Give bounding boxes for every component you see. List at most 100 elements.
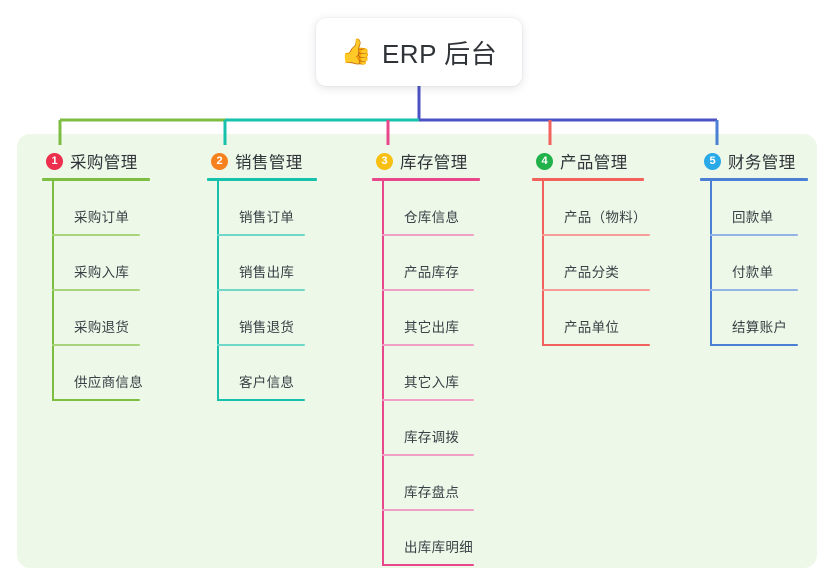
branch-header-rule (207, 178, 317, 181)
branch-item-rule (382, 564, 474, 566)
branch-item[interactable]: 库存调拨 (382, 401, 527, 456)
branch-item-rule (52, 399, 140, 401)
branch-item[interactable]: 采购入库 (52, 236, 192, 291)
branch-item-rule (52, 289, 140, 291)
branch-item[interactable]: 产品分类 (542, 236, 692, 291)
branch-item-list: 回款单付款单结算账户 (710, 181, 839, 346)
branch-item[interactable]: 出库库明细 (382, 511, 527, 566)
branch-item-label: 库存盘点 (404, 485, 460, 500)
branch-item[interactable]: 销售退货 (217, 291, 357, 346)
branch-column-2: 2 销售管理销售订单销售出库销售退货客户信息 (207, 148, 357, 401)
branch-item[interactable]: 产品（物料） (542, 181, 692, 236)
branch-title: 销售管理 (235, 154, 303, 172)
branch-item-rule (542, 344, 650, 346)
branch-item-label: 产品单位 (564, 320, 620, 335)
branch-number-badge: 2 (211, 152, 228, 170)
branch-item-label: 采购入库 (74, 265, 130, 280)
branch-column-4: 4 产品管理产品（物料） 产品分类产品单位 (532, 148, 692, 346)
branch-item-label: 销售订单 (239, 210, 295, 225)
branch-item[interactable]: 仓库信息 (382, 181, 527, 236)
branch-number-badge: 5 (704, 152, 721, 170)
branch-item[interactable]: 产品单位 (542, 291, 692, 346)
branch-item-label: 产品分类 (564, 265, 620, 280)
thumbs-up-icon: 👍 (340, 37, 372, 66)
branch-number-badge: 1 (46, 152, 63, 170)
branch-item[interactable]: 其它出库 (382, 291, 527, 346)
branch-header-2[interactable]: 2 销售管理 (207, 148, 357, 174)
branch-item-label: 付款单 (732, 265, 774, 280)
branch-title: 产品管理 (560, 154, 628, 172)
branch-column-3: 3 库存管理仓库信息产品库存其它出库其它入库库存调拨库存盘点出库库明细 (372, 148, 527, 566)
branch-item-rule (217, 344, 305, 346)
branch-item-label: 采购退货 (74, 320, 130, 335)
branch-item-label: 结算账户 (732, 320, 788, 335)
branch-item-label: 其它入库 (404, 375, 460, 390)
branch-item[interactable]: 供应商信息 (52, 346, 192, 401)
branch-item-rule (52, 344, 140, 346)
branch-header-rule (532, 178, 644, 181)
branch-spine (542, 181, 544, 346)
branch-header-4[interactable]: 4 产品管理 (532, 148, 692, 174)
branch-item[interactable]: 结算账户 (710, 291, 839, 346)
branch-item-list: 产品（物料） 产品分类产品单位 (542, 181, 692, 346)
branch-title: 财务管理 (728, 154, 796, 172)
branch-number-badge: 3 (376, 152, 393, 170)
branch-item-label: 仓库信息 (404, 210, 460, 225)
branch-item-label: 销售退货 (239, 320, 295, 335)
branch-item[interactable]: 回款单 (710, 181, 839, 236)
branch-item-label: 销售出库 (239, 265, 295, 280)
branch-item[interactable]: 采购订单 (52, 181, 192, 236)
diagram-panel (17, 134, 817, 568)
branch-item-list: 仓库信息产品库存其它出库其它入库库存调拨库存盘点出库库明细 (382, 181, 527, 566)
branch-item-rule (382, 454, 474, 456)
branch-item-label: 采购订单 (74, 210, 130, 225)
branch-header-rule (372, 178, 480, 181)
branch-item-label: 回款单 (732, 210, 774, 225)
branch-item[interactable]: 库存盘点 (382, 456, 527, 511)
branch-item-rule (382, 509, 474, 511)
branch-item-label: 其它出库 (404, 320, 460, 335)
branch-item-rule (217, 399, 305, 401)
branch-item[interactable]: 采购退货 (52, 291, 192, 346)
branch-item-rule (382, 344, 474, 346)
branch-number-badge: 4 (536, 152, 553, 170)
branch-spine (382, 181, 384, 566)
branch-header-rule (700, 178, 808, 181)
branch-header-1[interactable]: 1 采购管理 (42, 148, 192, 174)
branch-item[interactable]: 付款单 (710, 236, 839, 291)
branch-item[interactable]: 客户信息 (217, 346, 357, 401)
branch-column-5: 5 财务管理回款单付款单结算账户 (700, 148, 839, 346)
branch-item-label: 供应商信息 (74, 375, 143, 390)
root-node-label: ERP 后台 (381, 38, 498, 69)
branch-item-rule (217, 234, 305, 236)
branch-item[interactable]: 产品库存 (382, 236, 527, 291)
branch-title: 库存管理 (400, 154, 468, 172)
branch-item-label: 客户信息 (239, 375, 295, 390)
branch-item-rule (382, 399, 474, 401)
branch-item-label: 库存调拨 (404, 430, 460, 445)
branch-item-rule (542, 234, 650, 236)
branch-item[interactable]: 销售出库 (217, 236, 357, 291)
branch-title: 采购管理 (70, 154, 138, 172)
branch-item-list: 销售订单销售出库销售退货客户信息 (217, 181, 357, 401)
branch-spine (52, 181, 54, 401)
branch-item-label: 出库库明细 (404, 540, 473, 555)
branch-spine (217, 181, 219, 401)
branch-item-rule (382, 289, 474, 291)
branch-header-5[interactable]: 5 财务管理 (700, 148, 839, 174)
branch-item-rule (710, 289, 798, 291)
root-node[interactable]: 👍 ERP 后台 (316, 18, 522, 86)
branch-item-label: 产品（物料） (564, 210, 647, 225)
branch-item[interactable]: 其它入库 (382, 346, 527, 401)
branch-header-3[interactable]: 3 库存管理 (372, 148, 527, 174)
branch-item[interactable]: 销售订单 (217, 181, 357, 236)
branch-header-rule (42, 178, 150, 181)
branch-item-rule (217, 289, 305, 291)
branch-column-1: 1 采购管理采购订单采购入库采购退货供应商信息 (42, 148, 192, 401)
branch-spine (710, 181, 712, 346)
branch-item-rule (542, 289, 650, 291)
branch-item-label: 产品库存 (404, 265, 460, 280)
branch-item-rule (710, 344, 798, 346)
branch-item-rule (710, 234, 798, 236)
